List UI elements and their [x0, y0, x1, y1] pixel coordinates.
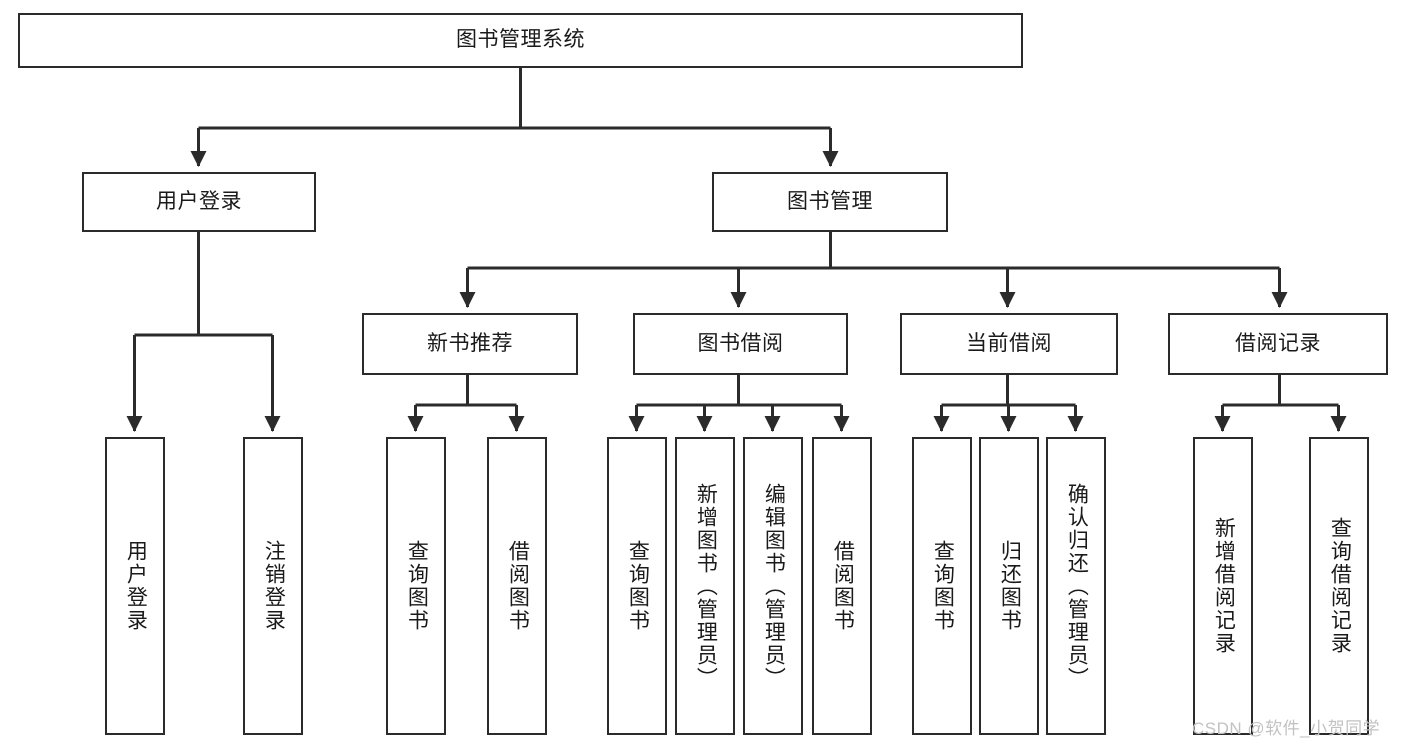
- node-label: 注销登录: [262, 540, 286, 632]
- node-label: 查询图书: [626, 540, 650, 632]
- node-borrow-record[interactable]: 借阅记录: [1168, 313, 1388, 375]
- node-label: 图书管理: [787, 189, 873, 213]
- node-label: 查询图书: [931, 540, 955, 632]
- node-book-management[interactable]: 图书管理: [712, 172, 948, 232]
- node-label: 确认归还（管理员）: [1065, 482, 1089, 690]
- node-label: 图书管理系统: [456, 28, 585, 52]
- node-leaf-borrow-book-2[interactable]: 借阅图书: [812, 437, 872, 735]
- node-label: 当前借阅: [966, 331, 1052, 355]
- node-leaf-query-record[interactable]: 查询借阅记录: [1309, 437, 1369, 735]
- node-new-book-recommend[interactable]: 新书推荐: [362, 313, 578, 375]
- node-leaf-query-book-3[interactable]: 查询图书: [912, 437, 972, 735]
- node-label: 借阅图书: [506, 540, 530, 632]
- node-label: 新书推荐: [427, 331, 513, 355]
- node-root-system[interactable]: 图书管理系统: [18, 13, 1023, 68]
- node-leaf-edit-book[interactable]: 编辑图书（管理员）: [743, 437, 803, 735]
- node-leaf-return-book[interactable]: 归还图书: [979, 437, 1039, 735]
- node-label: 借阅记录: [1235, 331, 1321, 355]
- csdn-watermark: CSDN @软件_小贺同学: [1192, 719, 1381, 738]
- node-leaf-user-login[interactable]: 用户登录: [105, 437, 165, 735]
- node-label: 用户登录: [156, 189, 242, 213]
- node-label: 用户登录: [124, 540, 148, 632]
- node-label: 查询借阅记录: [1328, 517, 1352, 655]
- node-label: 新增图书（管理员）: [694, 482, 718, 690]
- node-leaf-add-book[interactable]: 新增图书（管理员）: [675, 437, 735, 735]
- node-leaf-borrow-book-1[interactable]: 借阅图书: [487, 437, 547, 735]
- node-leaf-user-logout[interactable]: 注销登录: [243, 437, 303, 735]
- node-book-borrow[interactable]: 图书借阅: [633, 313, 848, 375]
- node-leaf-confirm-return[interactable]: 确认归还（管理员）: [1046, 437, 1106, 735]
- node-label: 借阅图书: [831, 540, 855, 632]
- node-leaf-query-book-1[interactable]: 查询图书: [386, 437, 446, 735]
- node-leaf-add-record[interactable]: 新增借阅记录: [1193, 437, 1253, 735]
- node-user-login[interactable]: 用户登录: [82, 172, 316, 232]
- node-label: 图书借阅: [697, 331, 784, 355]
- node-label: 编辑图书（管理员）: [762, 482, 786, 690]
- node-current-borrow[interactable]: 当前借阅: [900, 313, 1118, 375]
- node-label: 新增借阅记录: [1212, 517, 1236, 655]
- node-leaf-query-book-2[interactable]: 查询图书: [607, 437, 667, 735]
- node-label: 查询图书: [405, 540, 429, 632]
- node-label: 归还图书: [998, 540, 1022, 632]
